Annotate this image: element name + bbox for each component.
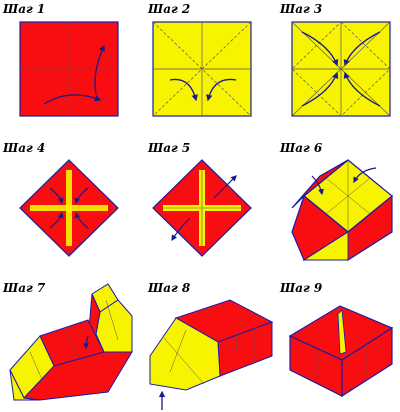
crease-line	[63, 327, 79, 359]
step-3: Шаг 3	[279, 2, 391, 117]
step-9-label: Шаг 9	[279, 281, 323, 295]
step-7-label: Шаг 7	[2, 281, 46, 295]
step-4-label: Шаг 4	[2, 141, 45, 155]
fold-arrow-icon	[74, 187, 89, 205]
fold-arrow-icon	[301, 31, 339, 67]
crease-line	[169, 329, 187, 373]
yellow-strip	[30, 205, 108, 211]
unfold-arrow-icon	[213, 175, 237, 199]
fold-arrow-icon	[94, 44, 105, 95]
red-corner-panel	[291, 159, 349, 209]
step-6-label: Шаг 6	[279, 141, 323, 155]
fold-arrow-icon	[343, 31, 381, 67]
fold-arrow-icon	[169, 78, 198, 102]
step-1-label: Шаг 1	[2, 2, 45, 16]
fold-arrow-icon	[206, 78, 237, 102]
step-2: Шаг 2	[147, 2, 252, 117]
crease-line	[105, 299, 119, 341]
unfold-arrow-icon	[171, 217, 191, 242]
diagonal-crease	[291, 21, 391, 117]
fold-arrow-icon	[74, 211, 89, 229]
step-8: Шаг 8	[147, 281, 274, 410]
step-7: Шаг 7	[2, 281, 133, 401]
step-1: Шаг 1	[2, 2, 119, 117]
step-4: Шаг 4	[2, 141, 119, 257]
step-2-label: Шаг 2	[147, 2, 190, 16]
fold-arrow-icon	[43, 94, 102, 105]
yellow-flap	[149, 317, 221, 391]
yellow-corner	[9, 369, 41, 401]
yellow-seam	[337, 309, 347, 355]
crease-line	[29, 351, 45, 385]
fold-arrow-icon	[353, 167, 377, 184]
fold-arrow-icon	[49, 187, 64, 205]
crease-line	[235, 333, 239, 369]
diamond-crease	[291, 21, 391, 117]
step-8-label: Шаг 8	[147, 281, 191, 295]
step-9: Шаг 9	[279, 281, 394, 398]
step-5-label: Шаг 5	[147, 141, 190, 155]
step-3-label: Шаг 3	[279, 2, 322, 16]
fold-arrow-icon	[311, 175, 324, 196]
fold-arrow-icon	[49, 211, 64, 229]
fold-arrow-icon	[343, 71, 381, 107]
crease-line	[163, 337, 205, 385]
step-6: Шаг 6	[279, 141, 393, 262]
fold-arrow-icon	[83, 335, 90, 350]
fold-arrow-icon	[301, 71, 339, 107]
step-5: Шаг 5	[147, 141, 252, 257]
diagonal-crease	[152, 21, 252, 117]
